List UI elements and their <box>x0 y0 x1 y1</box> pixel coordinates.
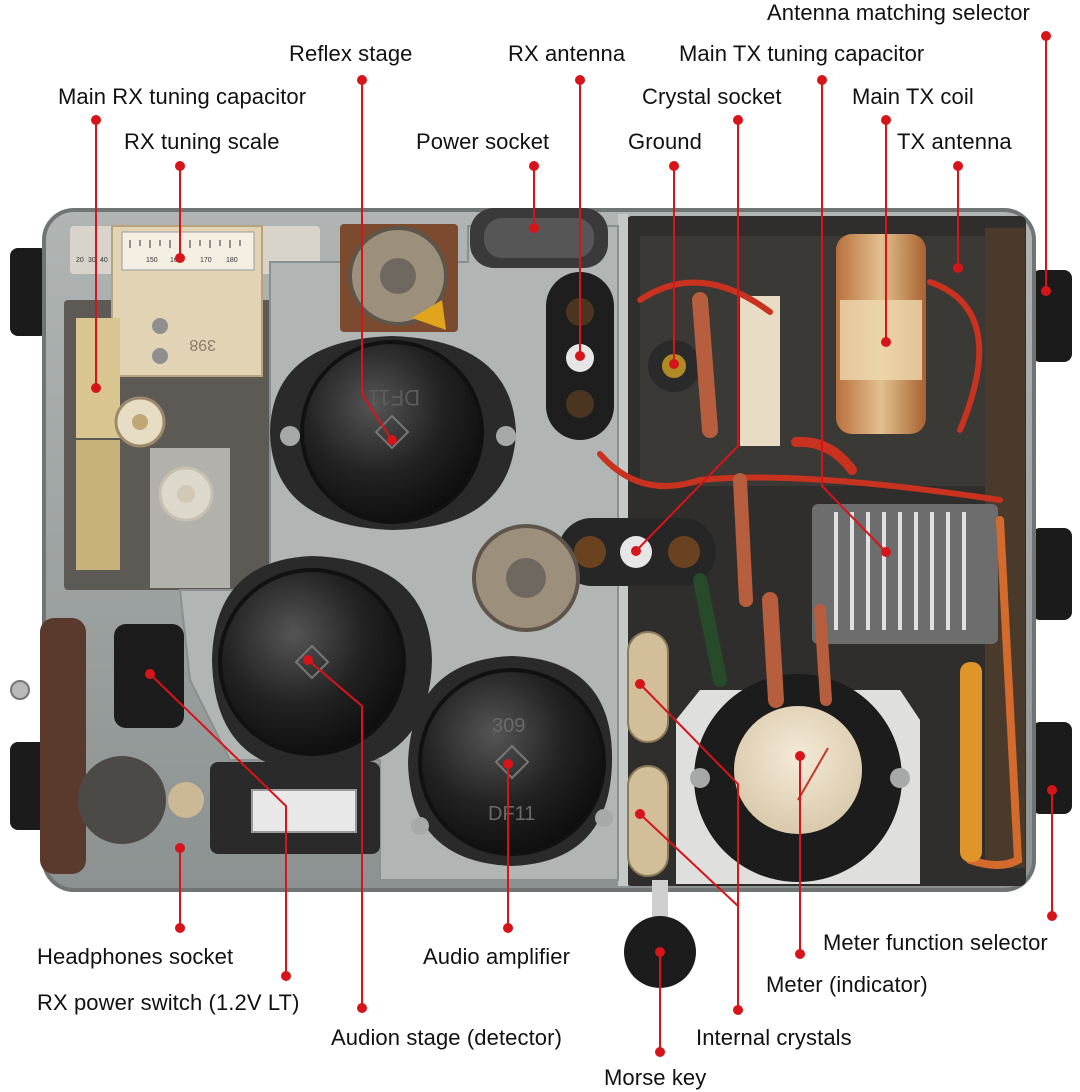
scale-tick-180: 180 <box>226 257 238 264</box>
wires <box>597 279 1023 869</box>
leader-crystal-socket <box>635 120 739 552</box>
tube-audio-number: 309 <box>492 715 525 737</box>
tube-reflex: DF11 <box>270 336 516 530</box>
meter-shape <box>690 674 910 882</box>
label-internal-crystals: Internal crystals <box>696 1025 852 1050</box>
label-reflex-stage: Reflex stage <box>289 41 413 66</box>
leader-internal-crystals-a <box>639 683 739 1010</box>
leader-rx-power-switch <box>149 673 287 976</box>
label-meter-function-selector: Meter function selector <box>823 930 1048 955</box>
tx-coil-shape <box>836 234 926 434</box>
scale-handwritten-number: 398 <box>189 336 216 353</box>
tube-audio-type: DF11 <box>488 803 535 825</box>
scale-tick-20: 20 <box>76 257 84 264</box>
label-main-tx-tuning-capacitor: Main TX tuning capacitor <box>679 41 925 66</box>
crystal-1-shape <box>627 631 669 743</box>
label-antenna-matching-selector: Antenna matching selector <box>767 0 1030 25</box>
leader-audion-stage <box>307 659 363 1008</box>
label-meter-indicator: Meter (indicator) <box>766 972 928 997</box>
label-ground: Ground <box>628 129 702 154</box>
label-headphones-socket: Headphones socket <box>37 944 234 969</box>
label-rx-antenna: RX antenna <box>508 41 626 66</box>
scale-tick-30: 30 <box>88 257 96 264</box>
leader-reflex-stage <box>361 80 393 441</box>
label-audio-amplifier: Audio amplifier <box>423 944 571 969</box>
label-main-tx-coil: Main TX coil <box>852 84 974 109</box>
side-knobs <box>10 248 1072 830</box>
leader-internal-crystals-b <box>639 813 739 907</box>
label-main-rx-tuning-capacitor: Main RX tuning capacitor <box>58 84 307 109</box>
label-crystal-socket: Crystal socket <box>642 84 782 109</box>
label-rx-power-switch: RX power switch (1.2V LT) <box>37 990 300 1015</box>
tube-reflex-marking: DF11 <box>368 385 420 410</box>
scale-tick-150: 150 <box>146 257 158 264</box>
leader-main-tx-tuning-capacitor <box>821 80 887 553</box>
label-audion-stage: Audion stage (detector) <box>331 1025 562 1050</box>
tx-capacitor-shape <box>812 504 998 644</box>
scale-tick-40: 40 <box>100 257 108 264</box>
scale-tick-170: 170 <box>200 257 212 264</box>
label-morse-key: Morse key <box>604 1065 707 1090</box>
label-rx-tuning-scale: RX tuning scale <box>124 129 280 154</box>
label-power-socket: Power socket <box>416 129 550 154</box>
label-tx-antenna: TX antenna <box>897 129 1012 154</box>
